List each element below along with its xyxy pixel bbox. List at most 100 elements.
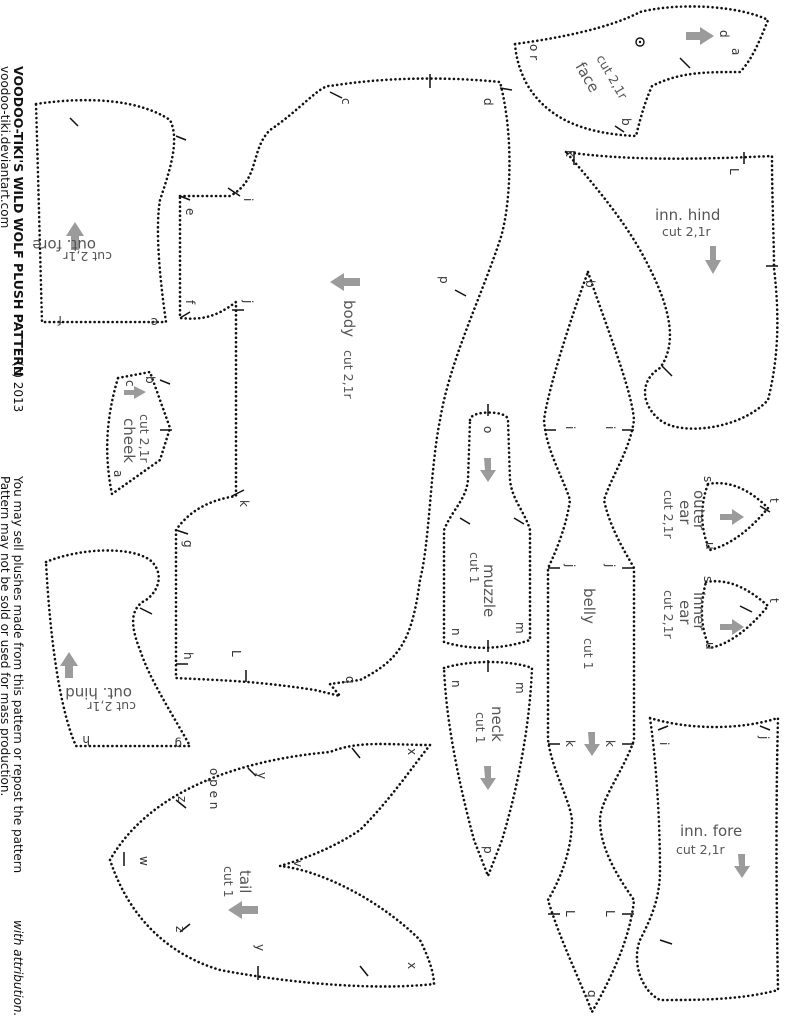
- mark-h: h: [181, 652, 195, 660]
- notch: [247, 767, 257, 777]
- grain-arrow-icon: [720, 619, 744, 635]
- mark-q: q: [585, 990, 599, 998]
- piece-name: neck: [488, 706, 506, 742]
- grain-arrow-icon: [705, 246, 721, 274]
- mark-e: e: [183, 208, 197, 215]
- mark-a: a: [729, 48, 743, 55]
- piece-name: muzzle: [480, 564, 498, 617]
- piece-instruction: cut 1: [473, 712, 488, 744]
- grain-arrow-icon: [720, 509, 744, 525]
- piece-name-2: ear: [676, 500, 694, 525]
- notch: [351, 747, 361, 759]
- piece-neck: neck cut 1 n m p: [442, 660, 534, 878]
- piece-instruction: cut 1: [221, 866, 236, 898]
- piece-instruction: cut 2,1r: [593, 52, 631, 102]
- piece-name-1: inner: [690, 592, 708, 631]
- piece-inner-ear: inner ear cut 2,1r s t u: [661, 576, 781, 650]
- outline: [542, 270, 636, 1014]
- piece-instruction: cut 2,1r: [662, 224, 712, 239]
- mark-j: j: [563, 563, 577, 567]
- piece-name: inn. hind: [655, 206, 720, 224]
- grain-arrow-icon: [228, 901, 258, 919]
- outline: [442, 660, 534, 878]
- mark-h: h: [82, 733, 90, 747]
- mark-p: p: [481, 846, 495, 854]
- mark-x: x: [405, 748, 419, 755]
- mark-t: t: [767, 598, 781, 603]
- outline: [34, 98, 176, 324]
- piece-name: tail: [236, 870, 254, 893]
- piece-name-2: ear: [676, 600, 694, 625]
- grain-arrow-icon: [480, 458, 496, 482]
- piece-instruction: cut 2,1r: [661, 490, 676, 540]
- mark-L: L: [603, 910, 617, 917]
- mark-f: f: [183, 300, 197, 305]
- eye-mark: [635, 37, 645, 47]
- mark-i: i: [603, 426, 617, 429]
- mark-z: z: [175, 796, 189, 802]
- piece-name: out. fore: [32, 236, 96, 254]
- mark-k: k: [237, 500, 251, 507]
- credits-usage-1: You may sell plushes made from this patt…: [11, 475, 25, 873]
- mark-i: i: [563, 426, 577, 429]
- mark-m: m: [513, 682, 527, 694]
- mark-n: n: [449, 680, 463, 688]
- piece-belly: belly cut 1 b i i j j k k L L q: [542, 270, 636, 1014]
- notch: [759, 725, 771, 731]
- outline: [108, 742, 436, 988]
- notch: [759, 505, 771, 513]
- mark-b: b: [143, 376, 157, 384]
- piece-name: inn. fore: [680, 822, 742, 840]
- credits-site: voodoo-tiki.deviantart.com: [0, 66, 12, 228]
- credits-copyright: (c) 2013: [11, 362, 25, 412]
- piece-instruction: cut 2,1r: [62, 249, 112, 264]
- mark-w: w: [137, 856, 151, 866]
- tail-open-label: o p e n: [207, 768, 221, 809]
- mark-L: L: [727, 168, 741, 175]
- outline: [635, 716, 780, 1002]
- mark-f: f: [57, 313, 62, 327]
- outline: [700, 579, 770, 650]
- mark-q: q: [343, 676, 357, 684]
- notch: [175, 135, 187, 141]
- notch: [659, 939, 673, 945]
- mark-s: s: [701, 576, 715, 582]
- grain-arrow-icon: [124, 386, 146, 399]
- notch: [179, 311, 191, 319]
- mark-m: m: [513, 622, 527, 634]
- mark-o: o: [481, 426, 495, 433]
- piece-muzzle: muzzle cut 1 o n m: [442, 404, 532, 652]
- notch: [359, 965, 369, 977]
- grain-arrow-icon: [734, 854, 750, 878]
- mark-y: y: [255, 772, 269, 779]
- mark-k: k: [603, 740, 617, 747]
- mark-k: k: [563, 150, 577, 157]
- piece-name: cheek: [120, 418, 138, 463]
- outline: [44, 549, 192, 748]
- mark-d: d: [717, 30, 731, 38]
- mark-a: a: [111, 470, 125, 477]
- mark-z: z: [173, 926, 187, 932]
- piece-name: out. hind: [65, 684, 132, 702]
- mark-b: b: [619, 118, 633, 126]
- mark-c: c: [123, 380, 137, 387]
- piece-instruction: cut 2,1r: [86, 699, 136, 714]
- mark-i: i: [241, 198, 255, 201]
- grain-arrow-icon: [330, 273, 360, 291]
- mark-o-r: o r: [527, 44, 541, 60]
- piece-body: body cut 2,1r c d i e f j p k g h L q: [174, 74, 513, 698]
- mark-i: i: [657, 742, 671, 745]
- outline: [564, 150, 779, 430]
- piece-name-1: outer: [690, 490, 708, 531]
- notch: [69, 117, 79, 127]
- mark-n: n: [449, 628, 463, 636]
- notch: [175, 799, 187, 809]
- mark-L: L: [229, 650, 243, 657]
- piece-instruction: cut 1: [581, 638, 596, 670]
- outline: [700, 481, 770, 552]
- notch: [513, 517, 525, 525]
- piece-outer-ear: outer ear cut 2,1r s t u: [661, 476, 781, 552]
- grain-arrow-icon: [66, 222, 84, 250]
- piece-outer-fore: out. fore cut 2,1r e f: [32, 98, 187, 329]
